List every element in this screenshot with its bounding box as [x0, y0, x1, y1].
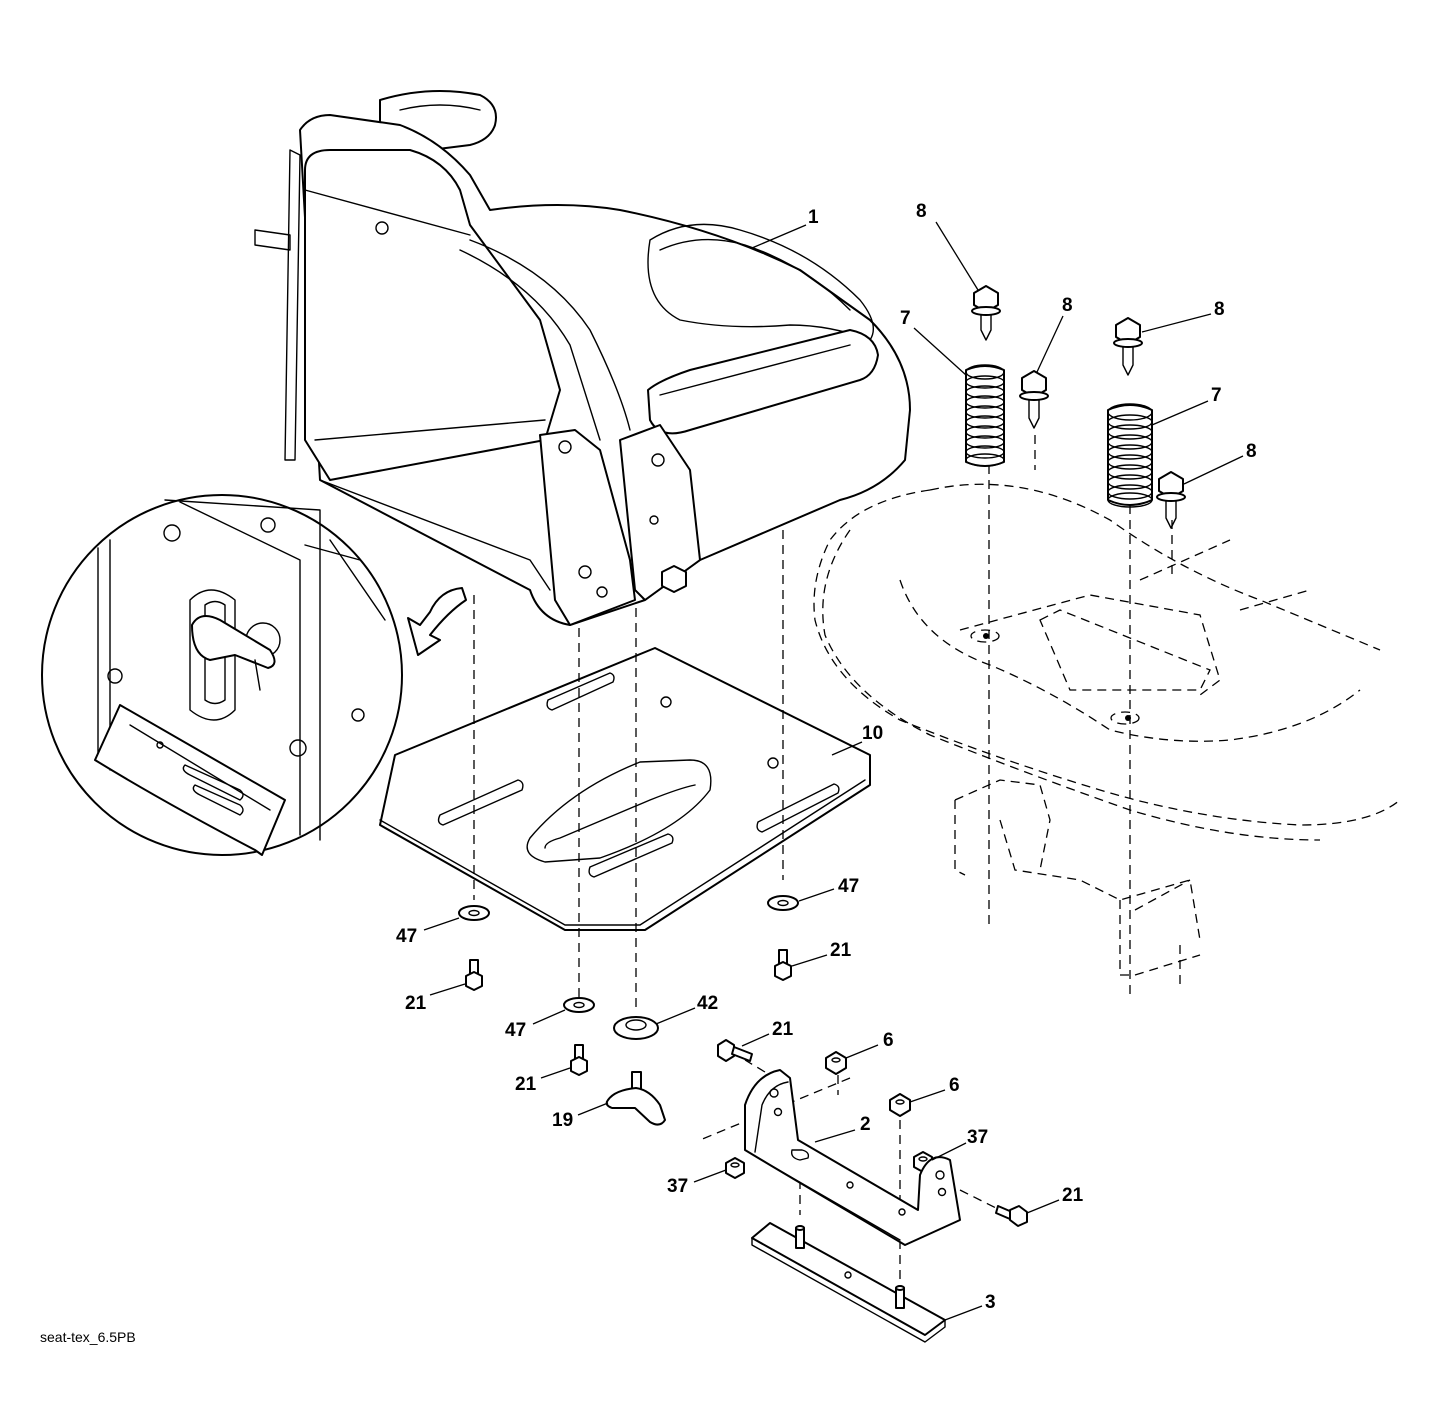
seat-plate	[379, 647, 871, 931]
diagram-id-caption: seat-tex_6.5PB	[40, 1329, 136, 1345]
nut-6b	[889, 1093, 911, 1117]
callout-screw-21b: 21	[830, 940, 852, 961]
washer-47b	[767, 895, 799, 911]
callout-seat-1: 1	[808, 207, 819, 228]
callout-nut-6a: 6	[883, 1030, 894, 1051]
screw-21c	[570, 1044, 588, 1076]
callout-knob-19: 19	[552, 1110, 574, 1131]
slide-plate-3	[751, 1222, 946, 1343]
knob-19	[605, 1071, 666, 1126]
washer-47c	[563, 997, 595, 1013]
callout-screw-21a: 21	[405, 993, 427, 1014]
callout-washer-47c: 47	[505, 1020, 527, 1041]
callout-bolt-8c: 8	[1214, 299, 1225, 320]
callout-screw-21d: 21	[772, 1019, 794, 1040]
callout-washer-47b: 47	[838, 876, 860, 897]
bolt-8b	[1019, 370, 1049, 429]
callout-washer-47a: 47	[396, 926, 418, 947]
washer-47a	[458, 905, 490, 921]
screw-21b	[774, 949, 792, 981]
bolt-8d	[1156, 471, 1186, 529]
callout-lock-nut-37a: 37	[667, 1176, 689, 1197]
callout-screw-21e: 21	[1062, 1185, 1084, 1206]
detail-inset	[41, 494, 467, 856]
screw-21a	[465, 959, 483, 991]
leader-lines	[423, 221, 1244, 1321]
callout-lock-nut-37b: 37	[967, 1127, 989, 1148]
callout-bolt-8b: 8	[1062, 295, 1073, 316]
spring-left	[965, 364, 1005, 467]
callout-bracket-2: 2	[860, 1114, 871, 1135]
bracket-2	[744, 1069, 961, 1246]
lock-nut-37a	[725, 1157, 745, 1179]
callout-spring-7b: 7	[1211, 385, 1222, 406]
callout-bolt-8d: 8	[1246, 441, 1257, 462]
callout-knob-washer-42: 42	[697, 993, 719, 1014]
screw-21e	[995, 1205, 1028, 1227]
callout-screw-21c: 21	[515, 1074, 537, 1095]
fender-outline	[813, 483, 1401, 976]
bolt-8a	[971, 285, 1001, 341]
nut-6a	[825, 1051, 847, 1075]
bolt-8c	[1113, 317, 1143, 376]
seat-assembly	[254, 90, 911, 626]
spring-right	[1107, 403, 1153, 508]
knob-washer-42	[613, 1016, 659, 1040]
screw-21d	[717, 1039, 753, 1062]
callout-nut-6b: 6	[949, 1075, 960, 1096]
callout-seat-plate-10: 10	[862, 723, 884, 744]
callout-bolt-8a: 8	[916, 201, 927, 222]
callout-spring-7a: 7	[900, 308, 911, 329]
callout-slide-plate-3: 3	[985, 1292, 996, 1313]
